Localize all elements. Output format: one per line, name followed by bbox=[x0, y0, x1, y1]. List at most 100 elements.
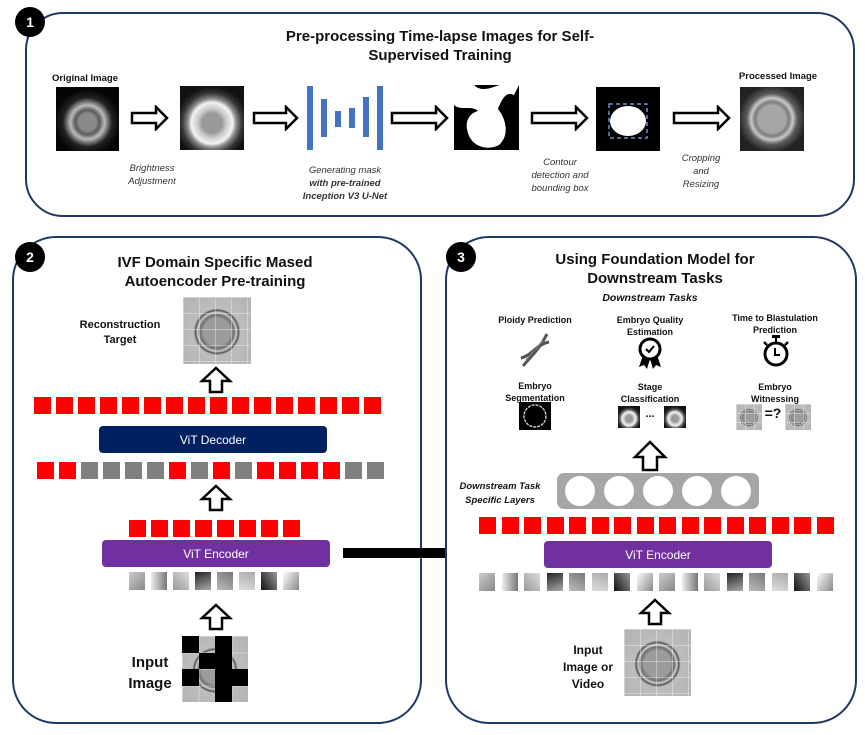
token bbox=[546, 517, 564, 534]
image-patch bbox=[771, 573, 788, 591]
step-label-line: bounding box bbox=[531, 183, 589, 194]
token bbox=[147, 462, 164, 479]
image-patch bbox=[704, 573, 720, 591]
step-badge-3: 3 bbox=[446, 242, 476, 272]
token bbox=[659, 517, 676, 534]
witness-image-a bbox=[736, 404, 762, 430]
image-patch bbox=[726, 573, 743, 591]
mask-cell bbox=[182, 669, 199, 686]
image-patch bbox=[283, 572, 299, 590]
token bbox=[301, 462, 318, 479]
layer-node bbox=[682, 476, 712, 506]
label-line: Embryo bbox=[518, 381, 552, 391]
label-line: Prediction bbox=[752, 325, 797, 335]
label-line: Time to Blastulation bbox=[732, 313, 818, 323]
token bbox=[364, 397, 381, 414]
input-image-label: Input Image bbox=[115, 652, 185, 694]
token bbox=[614, 517, 631, 534]
mask-cell bbox=[182, 636, 199, 653]
label-line: Downstream Task bbox=[459, 481, 541, 492]
label-line: Video bbox=[571, 677, 605, 691]
image-patch bbox=[173, 572, 189, 590]
mae-title-line1: IVF Domain Specific Mased bbox=[117, 254, 313, 271]
downstream-title-line2: Downstream Tasks bbox=[587, 270, 723, 287]
token bbox=[217, 520, 234, 537]
segmentation-mask-image bbox=[519, 402, 551, 430]
original-image bbox=[56, 87, 119, 151]
arrow-right-icon bbox=[530, 105, 589, 131]
token bbox=[771, 517, 789, 534]
token bbox=[283, 520, 300, 537]
arrow-right-icon bbox=[390, 105, 449, 131]
token bbox=[257, 462, 274, 479]
label-line: Witnessing bbox=[751, 394, 799, 404]
stopwatch-icon bbox=[763, 335, 789, 367]
step-label-line: Inception V3 U-Net bbox=[302, 191, 388, 202]
input-image-or-video-label: Input Image or Video bbox=[548, 642, 628, 693]
label-line: Embryo Quality bbox=[616, 315, 684, 325]
mask-cell bbox=[231, 669, 248, 686]
token bbox=[749, 517, 766, 534]
token bbox=[235, 462, 252, 479]
token bbox=[726, 517, 744, 534]
original-image-label: Original Image bbox=[52, 73, 118, 84]
token bbox=[188, 397, 205, 414]
token bbox=[323, 462, 340, 479]
arrow-up-icon bbox=[632, 440, 668, 472]
layer-node bbox=[565, 476, 595, 506]
label-line: Image bbox=[128, 675, 172, 692]
token bbox=[100, 397, 117, 414]
mask-cell bbox=[215, 652, 232, 669]
step-badge-2: 2 bbox=[15, 242, 45, 272]
image-patch bbox=[195, 572, 211, 590]
arrow-up-icon bbox=[199, 366, 233, 394]
label-line: Reconstruction bbox=[79, 319, 161, 331]
step-label-line: Brightness bbox=[129, 163, 175, 174]
token bbox=[367, 462, 384, 479]
layer-node bbox=[604, 476, 634, 506]
token bbox=[59, 462, 76, 479]
step-label-cropping: Cropping and Resizing bbox=[668, 152, 734, 191]
masked-input-image bbox=[182, 636, 248, 702]
processed-image-label: Processed Image bbox=[738, 71, 818, 82]
step-label-line: Cropping bbox=[681, 153, 721, 164]
token bbox=[276, 397, 293, 414]
arrow-up-icon bbox=[638, 598, 672, 626]
token bbox=[345, 462, 362, 479]
image-patch bbox=[524, 573, 540, 591]
token bbox=[591, 517, 609, 534]
token bbox=[125, 462, 142, 479]
weight-transfer-arrow-icon bbox=[343, 542, 519, 564]
token bbox=[210, 397, 227, 414]
image-patch bbox=[659, 573, 675, 591]
preprocessing-title: Pre-processing Time-lapse Images for Sel… bbox=[230, 27, 650, 65]
image-patch bbox=[479, 573, 495, 591]
token bbox=[78, 397, 95, 414]
task-ploidy-label: Ploidy Prediction bbox=[485, 314, 585, 327]
image-patch bbox=[129, 572, 145, 590]
step-label-line: and bbox=[693, 166, 709, 177]
brightness-adjusted-image bbox=[180, 86, 244, 150]
token bbox=[261, 520, 278, 537]
image-patch bbox=[569, 573, 585, 591]
segmentation-mask-image bbox=[454, 85, 519, 150]
step-badge-1: 1 bbox=[15, 7, 45, 37]
mask-cell bbox=[198, 652, 215, 669]
award-ribbon-icon bbox=[638, 337, 662, 369]
mae-title-line2: Autoencoder Pre-training bbox=[124, 273, 306, 290]
token bbox=[191, 462, 208, 479]
step-label-line: Contour bbox=[543, 157, 577, 168]
arrow-right-icon bbox=[672, 105, 731, 131]
label-line: Stage bbox=[637, 382, 663, 392]
token bbox=[636, 517, 654, 534]
token bbox=[37, 462, 54, 479]
downstream-tasks-heading: Downstream Tasks bbox=[602, 292, 698, 304]
image-patch bbox=[614, 573, 630, 591]
token bbox=[195, 520, 212, 537]
image-patch bbox=[636, 573, 653, 591]
token bbox=[479, 517, 496, 534]
step-label-line: Adjustment bbox=[128, 176, 176, 187]
downstream-title: Using Foundation Model for Downstream Ta… bbox=[505, 250, 805, 288]
